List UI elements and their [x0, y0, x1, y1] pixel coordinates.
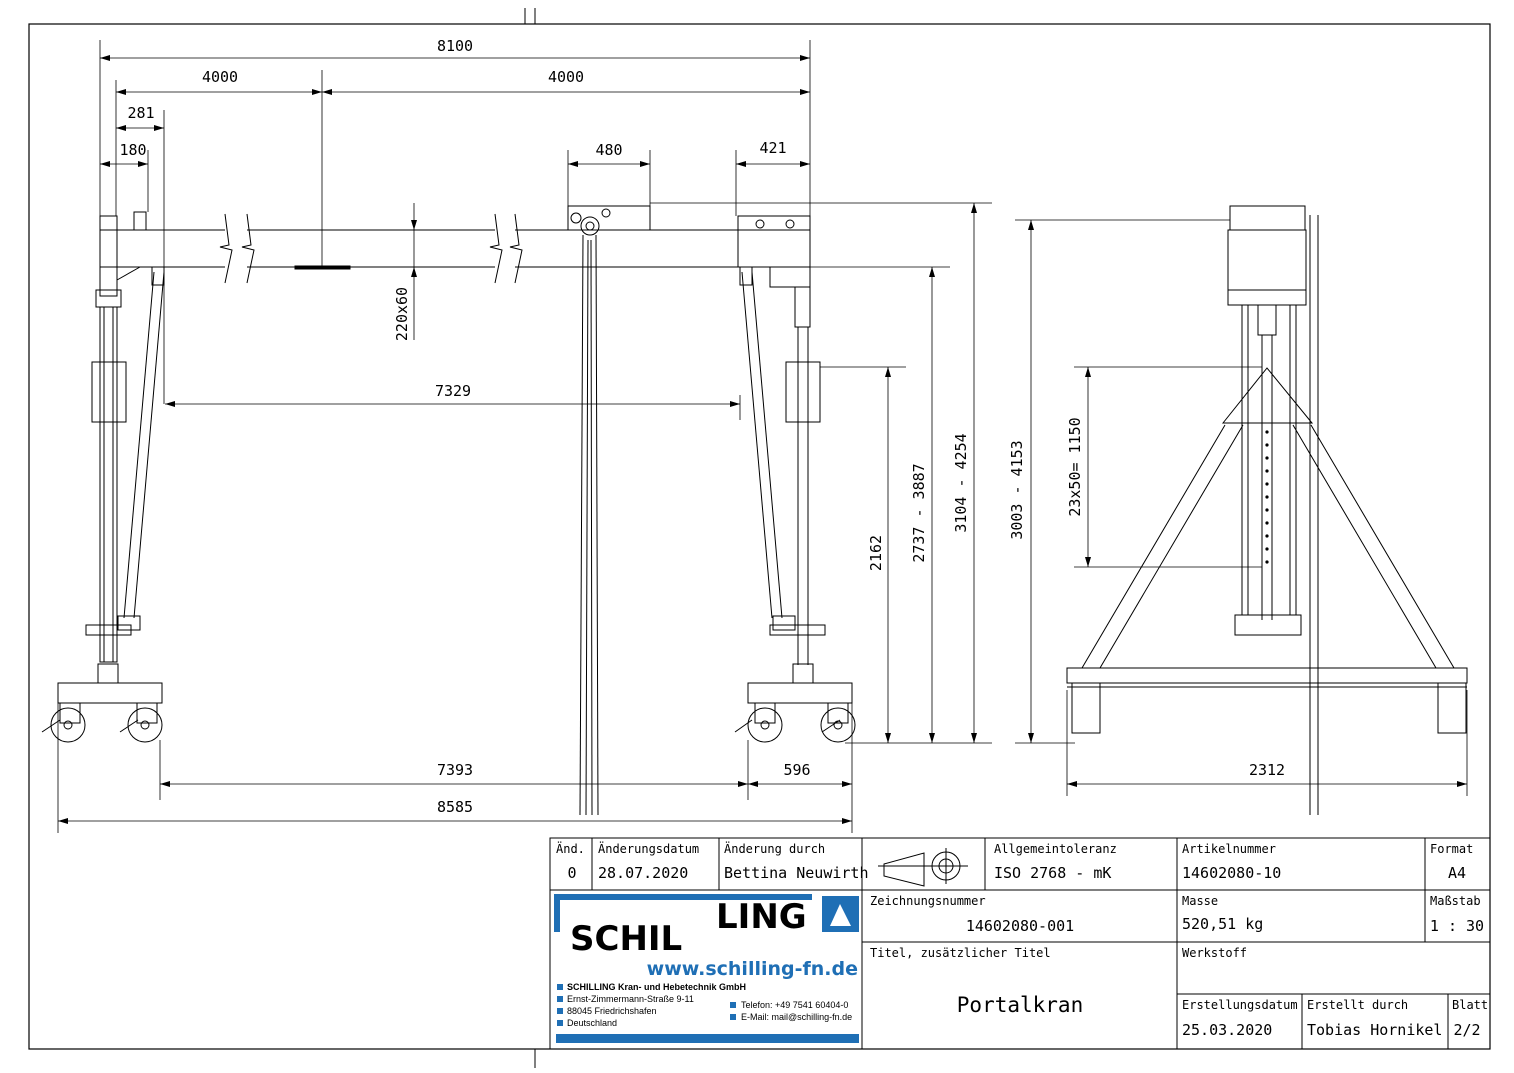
created-by-label: Erstellt durch — [1307, 998, 1408, 1012]
dim-3003: 3003 - 4153 — [1008, 440, 1026, 539]
dim-596: 596 — [783, 761, 810, 779]
dim-holes: 23x50= 1150 — [1066, 417, 1084, 516]
dim-480: 480 — [595, 141, 622, 159]
mass-value: 520,51 kg — [1182, 915, 1263, 933]
company-country: Deutschland — [567, 1018, 617, 1028]
drawing-no-value: 14602080-001 — [966, 917, 1074, 935]
company-website: www.schilling-fn.de — [647, 958, 858, 980]
dim-2737: 2737 - 3887 — [910, 463, 928, 562]
dim-4000-left: 4000 — [202, 68, 238, 86]
projection-symbol — [883, 852, 925, 887]
dim-3104: 3104 - 4254 — [952, 433, 970, 532]
dim-180: 180 — [119, 141, 146, 159]
logo-text-schil: SCHIL — [570, 919, 682, 959]
material-label: Werkstoff — [1182, 946, 1247, 960]
rev-value: 0 — [567, 864, 576, 882]
changed-by: Bettina Neuwirth — [724, 864, 869, 882]
side-view — [1066, 205, 1468, 815]
sheet-value: 2/2 — [1453, 1021, 1480, 1039]
front-view — [41, 205, 856, 816]
scale-value: 1 : 30 — [1430, 917, 1484, 935]
created-date-value: 25.03.2020 — [1182, 1021, 1272, 1039]
company-phone: Telefon: +49 7541 60404-0 — [741, 1000, 848, 1010]
drawing-no-label: Zeichnungsnummer — [870, 894, 986, 908]
dim-4000-right: 4000 — [548, 68, 584, 86]
dim-281: 281 — [127, 104, 154, 122]
logo-text-ling: LING — [716, 897, 807, 937]
dim-7329: 7329 — [435, 382, 471, 400]
change-date-label: Änderungsdatum — [598, 841, 699, 856]
format-label: Format — [1430, 842, 1473, 856]
format-value: A4 — [1448, 864, 1466, 882]
title-block: Änd. 0 Änderungsdatum 28.07.2020 Änderun… — [549, 837, 1491, 1050]
triangle-logo-icon — [830, 904, 851, 926]
sheet-label: Blatt — [1452, 998, 1488, 1012]
created-date-label: Erstellungsdatum — [1182, 998, 1298, 1012]
company-address — [557, 984, 736, 1026]
tolerance-value: ISO 2768 - mK — [994, 864, 1111, 882]
dim-7393: 7393 — [437, 761, 473, 779]
dim-2312: 2312 — [1249, 761, 1285, 779]
company-street: Ernst-Zimmermann-Straße 9-11 — [567, 994, 694, 1004]
company-name: SCHILLING Kran- und Hebetechnik GmbH — [567, 982, 746, 992]
company-email: E-Mail: mail@schilling-fn.de — [741, 1012, 852, 1022]
changed-by-label: Änderung durch — [724, 841, 825, 856]
title-label: Titel, zusätzlicher Titel — [870, 946, 1051, 960]
change-date: 28.07.2020 — [598, 864, 688, 882]
scale-label: Maßstab — [1430, 894, 1481, 908]
article-value: 14602080-10 — [1182, 864, 1281, 882]
company-city: 88045 Friedrichshafen — [567, 1006, 657, 1016]
mass-label: Masse — [1182, 894, 1218, 908]
created-by-value: Tobias Hornikel — [1307, 1021, 1442, 1039]
dimension-texts: 8100 4000 4000 281 180 480 421 220x60 73… — [119, 37, 1285, 816]
dim-8100: 8100 — [437, 37, 473, 55]
article-label: Artikelnummer — [1182, 842, 1276, 856]
dim-profile: 220x60 — [393, 287, 411, 341]
company-logo: SCHIL LING www.schilling-fn.de — [554, 894, 859, 1043]
dim-2162: 2162 — [867, 535, 885, 571]
dimension-arrows — [58, 55, 1467, 824]
drawing-title: Portalkran — [957, 993, 1083, 1017]
dim-8585: 8585 — [437, 798, 473, 816]
dim-421: 421 — [759, 139, 786, 157]
rev-label: Änd. — [556, 841, 585, 856]
dimension-lines — [57, 40, 1468, 833]
tolerance-label: Allgemeintoleranz — [994, 842, 1117, 856]
